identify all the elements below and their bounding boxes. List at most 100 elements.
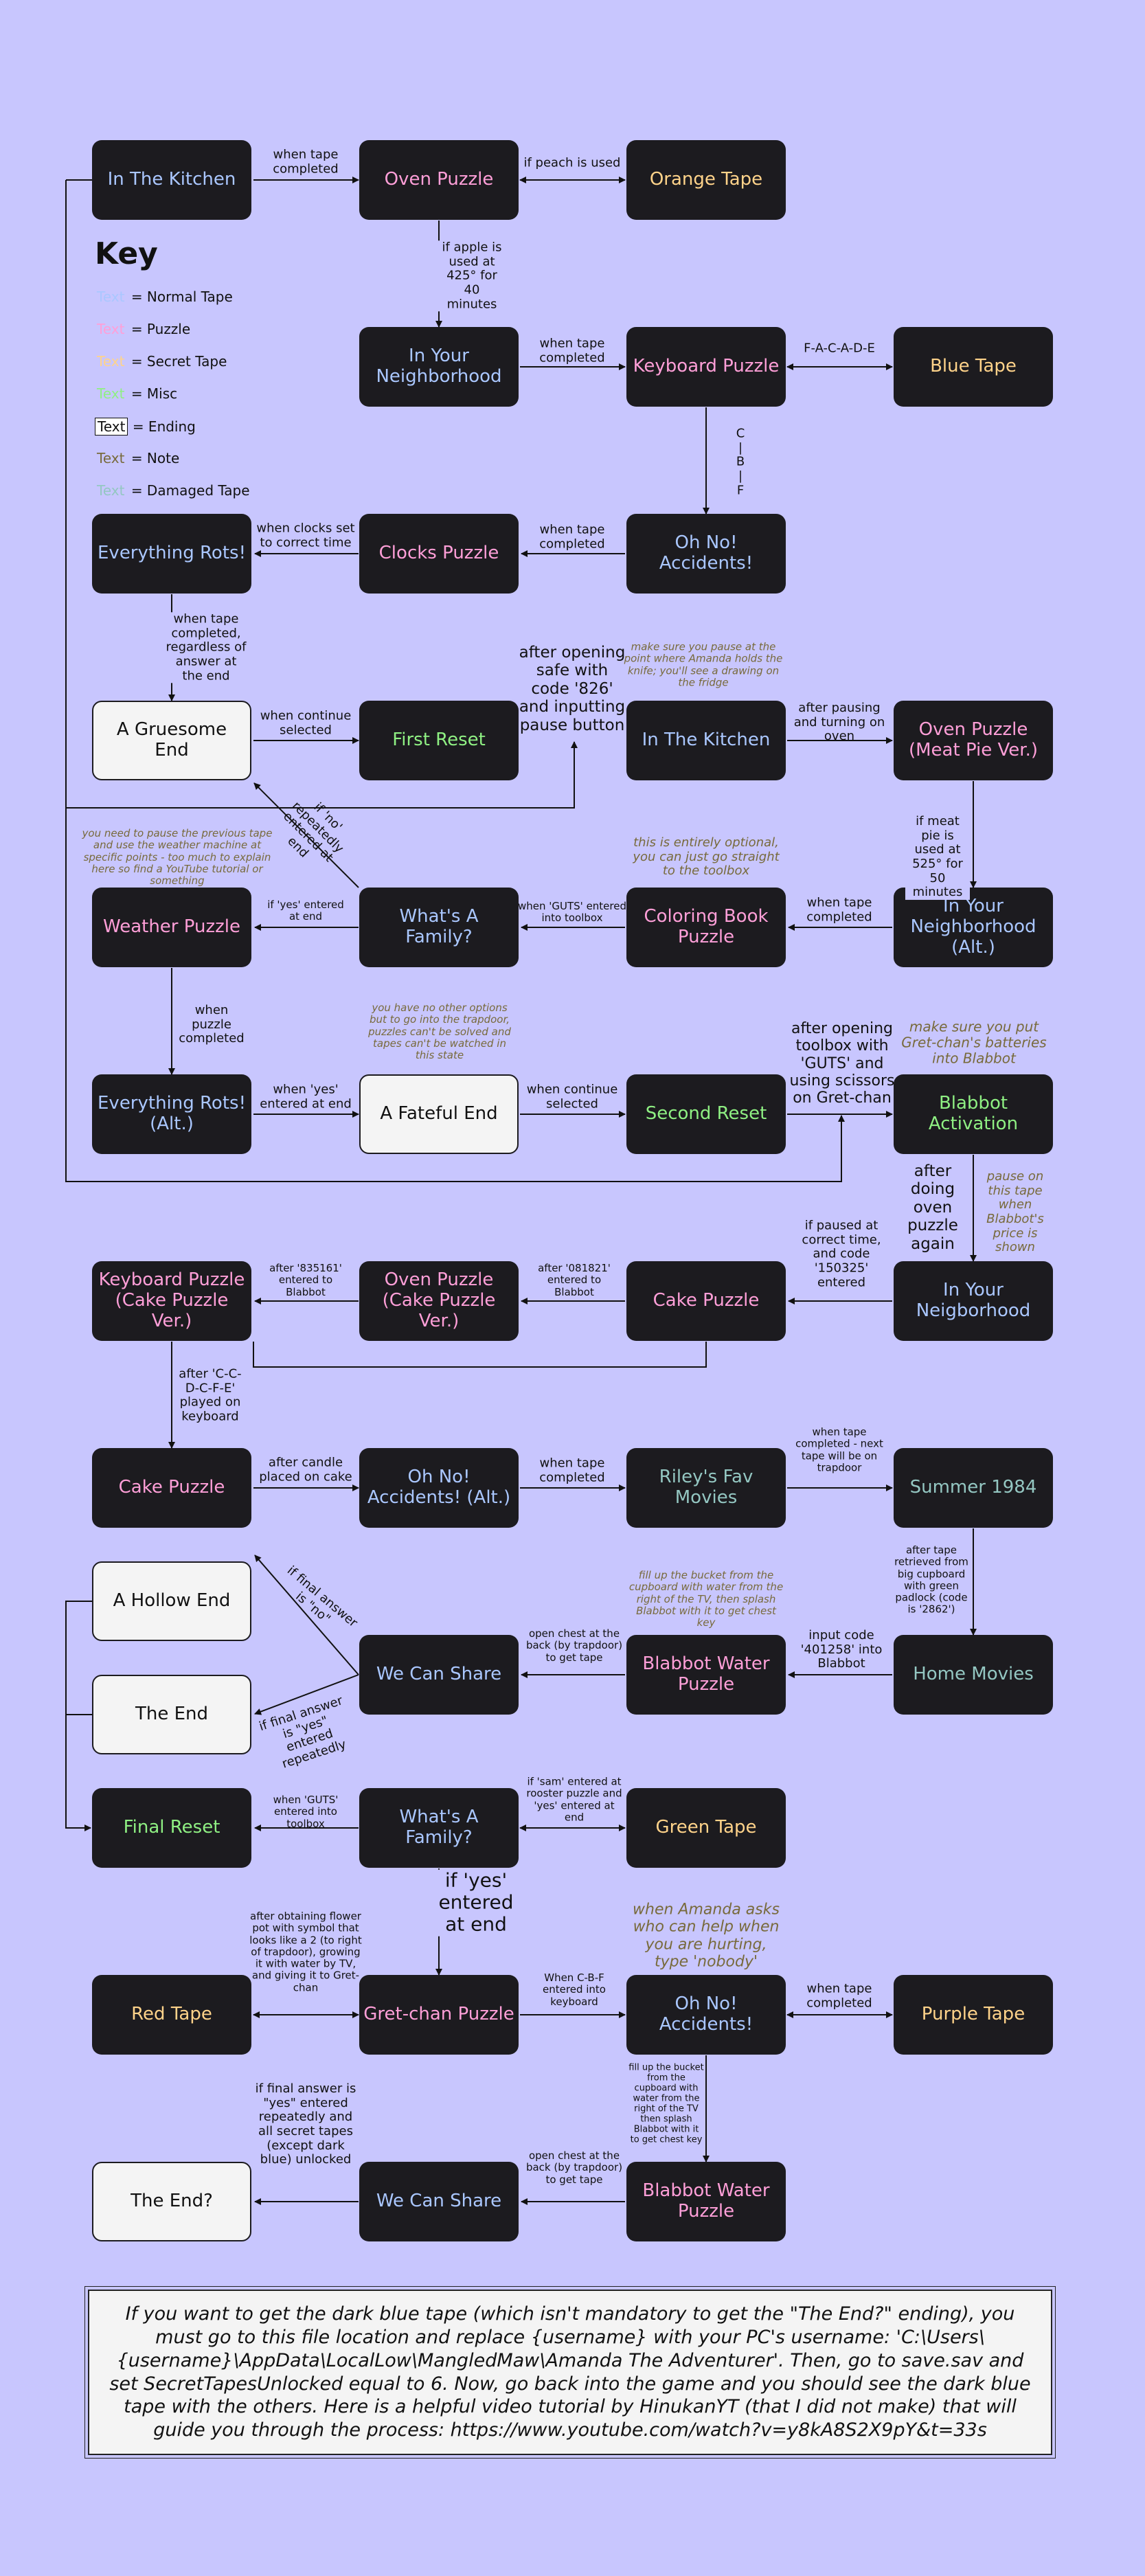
key-label: = Puzzle [131, 321, 191, 337]
key-swatch: Text [97, 289, 125, 305]
note-text: this is entirely optional, you can just … [633, 835, 780, 879]
edge-label: if apple is used at 425° for 40 minutes [436, 240, 508, 312]
note-text: when Amanda asks who can help when you a… [633, 1901, 780, 1971]
node-oh-no-accidents-alt: Oh No! Accidents! (Alt.) [359, 1448, 519, 1528]
edge-label: if 'yes' entered at end [437, 1869, 515, 1936]
node-in-the-kitchen-2: In The Kitchen [626, 701, 786, 780]
node-final-reset: Final Reset [92, 1788, 251, 1868]
node-blabbot-water-puzzle-2: Blabbot Water Puzzle [626, 2162, 786, 2241]
edge-label: when continue selected [260, 708, 352, 737]
key-label: = Normal Tape [131, 289, 233, 305]
edge [253, 1342, 707, 1368]
node-red-tape: Red Tape [92, 1975, 251, 2055]
edge-label: if meat pie is used at 525° for 50 minut… [905, 814, 970, 901]
edge-label: when tape completed, regardless of answe… [163, 611, 249, 683]
note-text: make sure you pause at the point where A… [624, 640, 783, 689]
info-box: If you want to get the dark blue tape (w… [84, 2286, 1056, 2459]
edge-label: after '835161' entered to Blabbot [269, 1262, 342, 1298]
edge-label: when continue selected [526, 1082, 618, 1111]
edge [65, 808, 845, 1182]
key-swatch: Text [97, 450, 125, 466]
node-summer-1984: Summer 1984 [894, 1448, 1053, 1528]
node-a-hollow-end: A Hollow End [92, 1561, 251, 1641]
node-rileys-fav-movies: Riley's Fav Movies [626, 1448, 786, 1528]
node-whats-a-family-2: What's A Family? [359, 1788, 519, 1868]
node-in-your-neighborhood: In Your Neighborhood [359, 327, 519, 407]
key-label: = Note [131, 450, 180, 466]
edge-label: when puzzle completed [176, 1003, 247, 1047]
edge-label: when 'GUTS' entered into toolbox [517, 899, 626, 924]
edge-label: after '081821' entered to Blabbot [538, 1262, 611, 1298]
edge-label: When C-B-F entered into keyboard [543, 1971, 606, 2008]
edge-label: after pausing and turning on oven [793, 700, 885, 744]
edge-label: when 'yes' entered at end [260, 1082, 352, 1111]
edge-label: F-A-C-A-D-E [804, 341, 875, 356]
node-blue-tape: Blue Tape [894, 327, 1053, 407]
edge-label: if 'yes' entered at end [267, 898, 344, 923]
edge-label: when tape completed [539, 522, 605, 551]
node-green-tape: Green Tape [626, 1788, 786, 1868]
node-we-can-share: We Can Share [359, 1635, 519, 1715]
node-clocks-puzzle: Clocks Puzzle [359, 514, 519, 594]
key-row-damaged-tape: Text = Damaged Tape [95, 482, 250, 499]
node-oven-puzzle-meat-pie: Oven Puzzle (Meat Pie Ver.) [894, 701, 1053, 780]
node-whats-a-family: What's A Family? [359, 888, 519, 967]
node-keyboard-puzzle-cake: Keyboard Puzzle (Cake Puzzle Ver.) [92, 1261, 251, 1341]
node-coloring-book-puzzle: Coloring Book Puzzle [626, 888, 786, 967]
edge-label: when tape completed [539, 1456, 605, 1484]
edge-label: after doing oven puzzle again [907, 1162, 958, 1253]
key-row-puzzle: Text = Puzzle [95, 321, 190, 337]
note-text: you need to pause the previous tape and … [82, 826, 273, 887]
note-text: pause on this tape when Blabbot's price … [986, 1168, 1044, 1255]
edge-label: when clocks set to correct time [256, 521, 355, 550]
edge [253, 782, 359, 888]
node-in-your-neighborhood-alt: In Your Neighborhood (Alt.) [894, 888, 1053, 967]
note-text: fill up the bucket from the cupboard wit… [628, 1568, 784, 1629]
node-gret-chan-puzzle: Gret-chan Puzzle [359, 1975, 519, 2055]
edge-label: after 'C-C-D-C-F-E' played on keyboard [174, 1367, 246, 1425]
edge-label: if final answer is "yes" entered repeate… [255, 2081, 356, 2167]
node-blabbot-activation: Blabbot Activation [894, 1074, 1053, 1154]
note-text: make sure you put Gret-chan's batteries … [901, 1018, 1047, 1067]
edge-label: input code '401258' into Blabbot [800, 1627, 883, 1671]
edge-label: C | B | F [736, 426, 745, 498]
node-second-reset: Second Reset [626, 1074, 786, 1154]
node-the-end: The End [92, 1675, 251, 1754]
key-row-misc: Text = Misc [95, 385, 177, 402]
edge-label: if paused at correct time, and code '150… [802, 1218, 881, 1290]
key-label: = Ending [132, 418, 196, 435]
key-row-note: Text = Note [95, 450, 179, 466]
edge [254, 1555, 359, 1675]
key-swatch: Text [97, 353, 125, 370]
node-oh-no-accidents: Oh No! Accidents! [626, 514, 786, 594]
key-swatch: Text [97, 482, 125, 499]
node-blabbot-water-puzzle: Blabbot Water Puzzle [626, 1635, 786, 1715]
node-home-movies: Home Movies [894, 1635, 1053, 1715]
key-title: Key [95, 236, 158, 271]
node-oven-puzzle-cake: Oven Puzzle (Cake Puzzle Ver.) [359, 1261, 519, 1341]
edge-label: when 'GUTS' entered into toolbox [273, 1794, 339, 1830]
key-row-secret-tape: Text = Secret Tape [95, 353, 227, 370]
node-in-the-kitchen: In The Kitchen [92, 140, 251, 220]
edge [65, 180, 578, 809]
edge-label: after tape retrieved from big cupboard w… [892, 1544, 971, 1616]
edge-label: when tape completed [806, 1981, 872, 2010]
node-a-fateful-end: A Fateful End [359, 1074, 519, 1154]
key-label: = Secret Tape [131, 353, 227, 370]
edge-label: after obtaining flower pot with symbol t… [249, 1910, 362, 1994]
node-in-your-neigborhood: In Your Neigborhood [894, 1261, 1053, 1341]
node-orange-tape: Orange Tape [626, 140, 786, 220]
key-label: = Misc [131, 385, 178, 402]
key-swatch: Text [95, 418, 128, 436]
key-label: = Damaged Tape [131, 482, 250, 499]
node-first-reset: First Reset [359, 701, 519, 780]
key-row-ending: Text = Ending [95, 418, 196, 436]
edge-label: open chest at the back (by trapdoor) to … [525, 2149, 623, 2186]
node-oh-no-accidents-3: Oh No! Accidents! [626, 1975, 786, 2055]
node-a-gruesome-end: A Gruesome End [92, 701, 251, 780]
edge-label: if peach is used [523, 155, 621, 170]
note-text: you have no other options but to go into… [368, 1001, 511, 1061]
node-keyboard-puzzle: Keyboard Puzzle [626, 327, 786, 407]
node-everything-rots: Everything Rots! [92, 514, 251, 594]
